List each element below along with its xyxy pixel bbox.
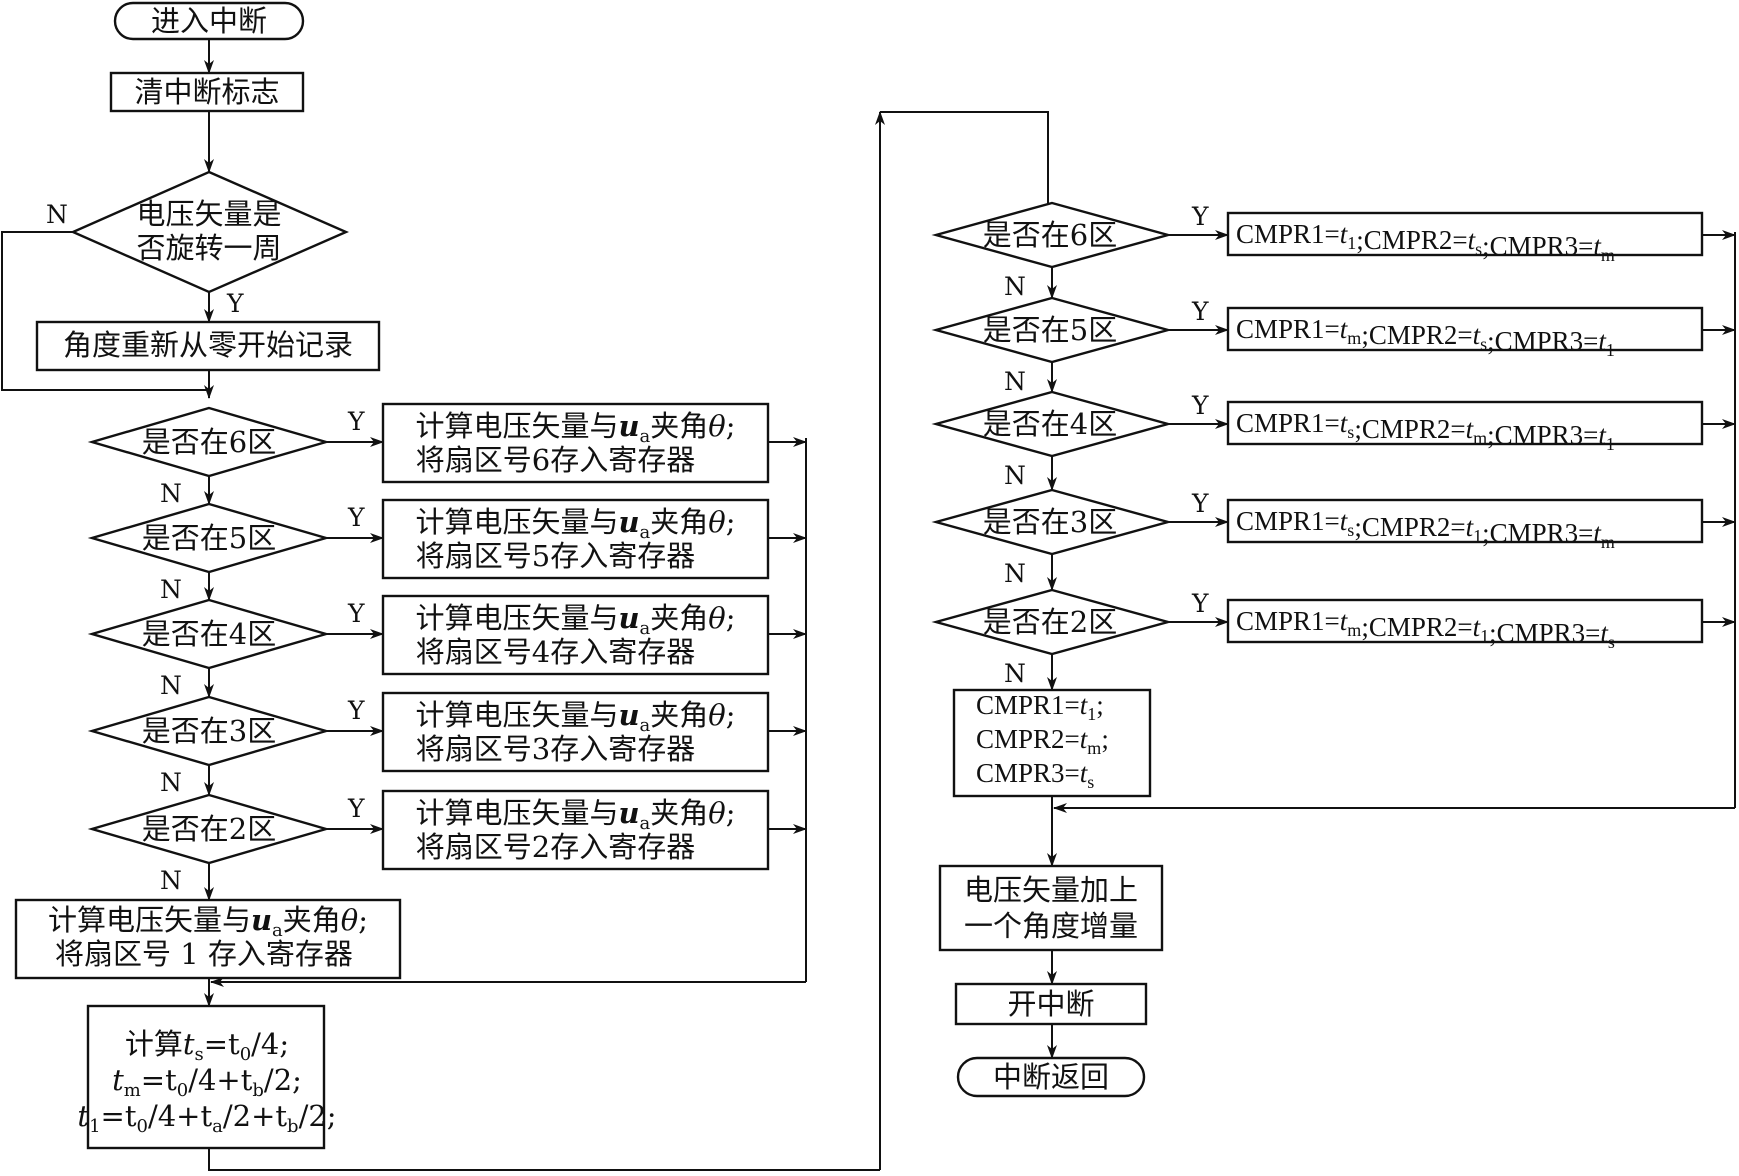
rotation-yes-label: Y: [226, 289, 244, 318]
clear-flag-box: [109, 71, 305, 113]
cmpr-assign-text: CMPR1=tm;CMPR2=t1;CMPR3=ts: [1236, 606, 1615, 652]
cmpr-assign-box: [1226, 211, 1704, 257]
sector1-store-line: 将扇区号 1 存入寄存器: [55, 937, 353, 971]
default-cmpr-box: [952, 688, 1152, 798]
cmpr-assign-text: CMPR1=ts;CMPR2=t1;CMPR3=tm: [1236, 506, 1615, 552]
enable-interrupt-box: [954, 982, 1148, 1026]
calc-ts-line: 计算ts=t0/4;: [125, 1027, 289, 1065]
sector-calc-box: [381, 402, 770, 484]
rotation-no-label: N: [46, 200, 68, 229]
cmpr-assign-text: CMPR1=ts;CMPR2=tm;CMPR3=t1: [1236, 408, 1615, 454]
right-sector-no-label: N: [1004, 659, 1026, 688]
sector-calc-line: 计算电压矢量与ua夹角θ;: [415, 698, 735, 736]
left-sector-no-label: N: [160, 768, 182, 797]
left-sector-no-label: N: [160, 671, 182, 700]
left-sector-yes-label: Y: [347, 696, 365, 725]
right-sector-yes-label: Y: [1191, 391, 1209, 420]
sector-store-line: 将扇区号6存入寄存器: [416, 443, 695, 477]
sector-calc-line: 计算电压矢量与ua夹角θ;: [415, 796, 735, 834]
right-sector-no-label: N: [1004, 461, 1026, 490]
return-terminal: [956, 1056, 1146, 1098]
right-sector-no-label: N: [1004, 367, 1026, 396]
return-label: 中断返回: [993, 1060, 1109, 1094]
default-cmpr1: CMPR1=t1;: [976, 690, 1104, 724]
sector1-calc-box: [14, 898, 402, 980]
left-sector-q-label: 是否在2区: [142, 812, 276, 846]
left-sector-yes-label: Y: [347, 407, 365, 436]
add-angle-box: [938, 864, 1164, 952]
right-sector-yes-label: Y: [1191, 589, 1209, 618]
cmpr-assign-text: CMPR1=t1;CMPR2=ts;CMPR3=tm: [1236, 219, 1615, 265]
add-angle-line1: 电压矢量加上: [964, 873, 1138, 907]
sector1-calc-line1: 计算电压矢量与ua夹角θ;: [48, 903, 368, 941]
left-sector-q-label: 是否在3区: [142, 714, 276, 748]
left-sector-q-label: 是否在6区: [142, 425, 276, 459]
left-sector-q-label: 是否在4区: [142, 617, 276, 651]
right-sector-yes-label: Y: [1191, 297, 1209, 326]
clear-flag-label: 清中断标志: [134, 75, 279, 109]
sector-calc-box: [381, 691, 770, 773]
calc-t1-line: t1=t0/4+ta/2+tb/2;: [77, 1099, 336, 1137]
sector-store-line: 将扇区号3存入寄存器: [416, 732, 695, 766]
sector-store-line: 将扇区号4存入寄存器: [416, 635, 695, 669]
right-sector-yes-label: Y: [1191, 202, 1209, 231]
default-cmpr2: CMPR2=tm;: [976, 724, 1109, 758]
left-sector-no-label: N: [160, 479, 182, 508]
right-sector-no-label: N: [1004, 559, 1026, 588]
left-sector-yes-label: Y: [347, 599, 365, 628]
cmpr-assign-text: CMPR1=tm;CMPR2=ts;CMPR3=t1: [1236, 314, 1615, 360]
left-sector-yes-label: Y: [347, 794, 365, 823]
calc-tm-line: tm=t0/4+tb/2;: [112, 1063, 302, 1101]
calc-times-box: [86, 1004, 326, 1150]
cmpr-assign-box: [1226, 400, 1704, 446]
sector-store-line: 将扇区号2存入寄存器: [416, 830, 695, 864]
cmpr-assign-box: [1226, 598, 1704, 644]
right-sector-q-label: 是否在4区: [983, 407, 1117, 441]
left-sector-no-label: N: [160, 866, 182, 895]
left-sector-no-label: N: [160, 575, 182, 604]
right-sector-q-label: 是否在2区: [983, 605, 1117, 639]
left-sector-q-label: 是否在5区: [142, 521, 276, 555]
reset-angle-label: 角度重新从零开始记录: [63, 328, 353, 362]
right-sector-q-label: 是否在3区: [983, 505, 1117, 539]
enable-interrupt-label: 开中断: [1007, 987, 1094, 1021]
right-sector-q-label: 是否在6区: [983, 218, 1117, 252]
default-cmpr3: CMPR3=ts: [976, 758, 1094, 792]
sector-store-line: 将扇区号5存入寄存器: [416, 539, 695, 573]
rotation-q-line1: 电压矢量是: [136, 197, 281, 231]
right-sector-no-label: N: [1004, 272, 1026, 301]
left-sector-yes-label: Y: [347, 503, 365, 532]
add-angle-line2: 一个角度增量: [964, 909, 1138, 943]
sector-calc-line: 计算电压矢量与ua夹角θ;: [415, 601, 735, 639]
rotation-q-line2: 否旋转一周: [136, 231, 281, 265]
right-sector-q-label: 是否在5区: [983, 313, 1117, 347]
sector-calc-line: 计算电压矢量与ua夹角θ;: [415, 505, 735, 543]
sector-calc-line: 计算电压矢量与ua夹角θ;: [415, 409, 735, 447]
right-sector-yes-label: Y: [1191, 489, 1209, 518]
enter-label: 进入中断: [151, 4, 267, 38]
